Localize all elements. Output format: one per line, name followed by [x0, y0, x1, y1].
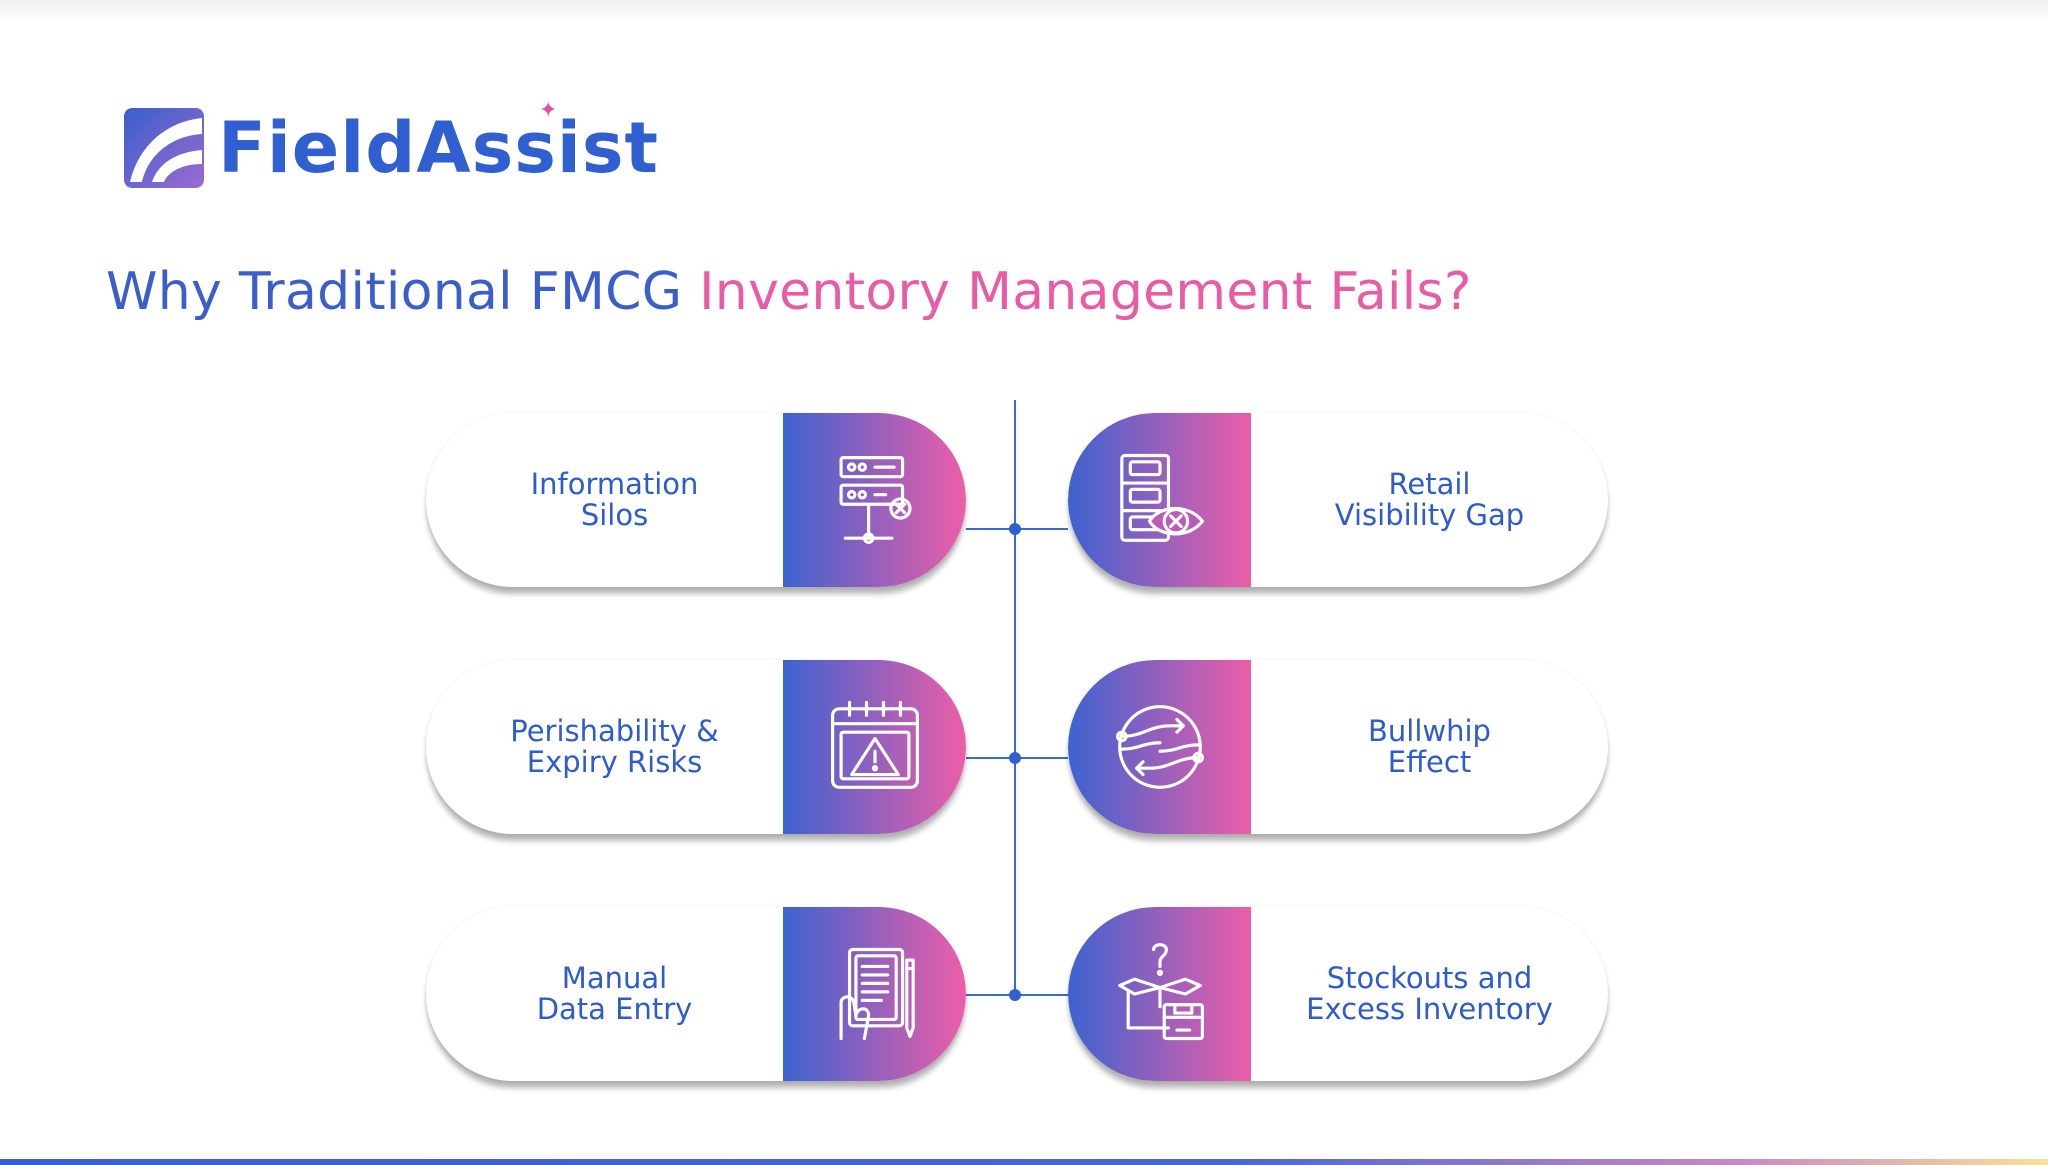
- item-bullwhip-effect: Bullwhip Effect: [1068, 660, 1608, 834]
- logo-wordmark: FieldAssist: [218, 107, 660, 189]
- item-label: Bullwhip Effect: [1368, 714, 1491, 779]
- icon-block: [783, 907, 966, 1081]
- calendar-warning-icon: [830, 700, 919, 789]
- logo: FieldAssist ✦: [124, 98, 660, 189]
- page-title: Why Traditional FMCG Inventory Managemen…: [106, 262, 1472, 322]
- icon-block: [1068, 413, 1251, 587]
- cabinet-eye-cross-icon: [1119, 453, 1204, 542]
- icon-block: [783, 660, 966, 834]
- item-label: Information Silos: [530, 467, 699, 532]
- item-label: Stockouts and Excess Inventory: [1306, 961, 1553, 1026]
- server-network-error-icon: [838, 456, 912, 544]
- item-label: Manual Data Entry: [536, 961, 693, 1026]
- sparkle-icon: ✦: [539, 98, 558, 123]
- title-part-blue: Why Traditional FMCG: [106, 262, 683, 322]
- clipboard-hand-pen-icon: [838, 947, 915, 1041]
- box-question-icon: [1117, 943, 1204, 1041]
- icon-block: [1068, 660, 1251, 834]
- item-label: Perishability & Expiry Risks: [510, 714, 719, 779]
- item-retail-visibility-gap: Retail Visibility Gap: [1068, 413, 1608, 587]
- item-manual-data-entry: Manual Data Entry: [426, 907, 966, 1081]
- item-information-silos: Information Silos: [426, 413, 966, 587]
- bottom-gradient-bar: [0, 1159, 2048, 1165]
- circular-arrows-icon: [1115, 705, 1204, 789]
- title-part-pink: Inventory Management Fails?: [699, 262, 1472, 322]
- icon-block: [1068, 907, 1251, 1081]
- top-fade: [0, 0, 2048, 22]
- item-label: Retail Visibility Gap: [1334, 467, 1525, 532]
- item-stockouts-excess-inventory: Stockouts and Excess Inventory: [1068, 907, 1608, 1081]
- icon-block: [783, 413, 966, 587]
- fieldassist-logo-icon: [124, 108, 204, 188]
- item-perishability-expiry-risks: Perishability & Expiry Risks: [426, 660, 966, 834]
